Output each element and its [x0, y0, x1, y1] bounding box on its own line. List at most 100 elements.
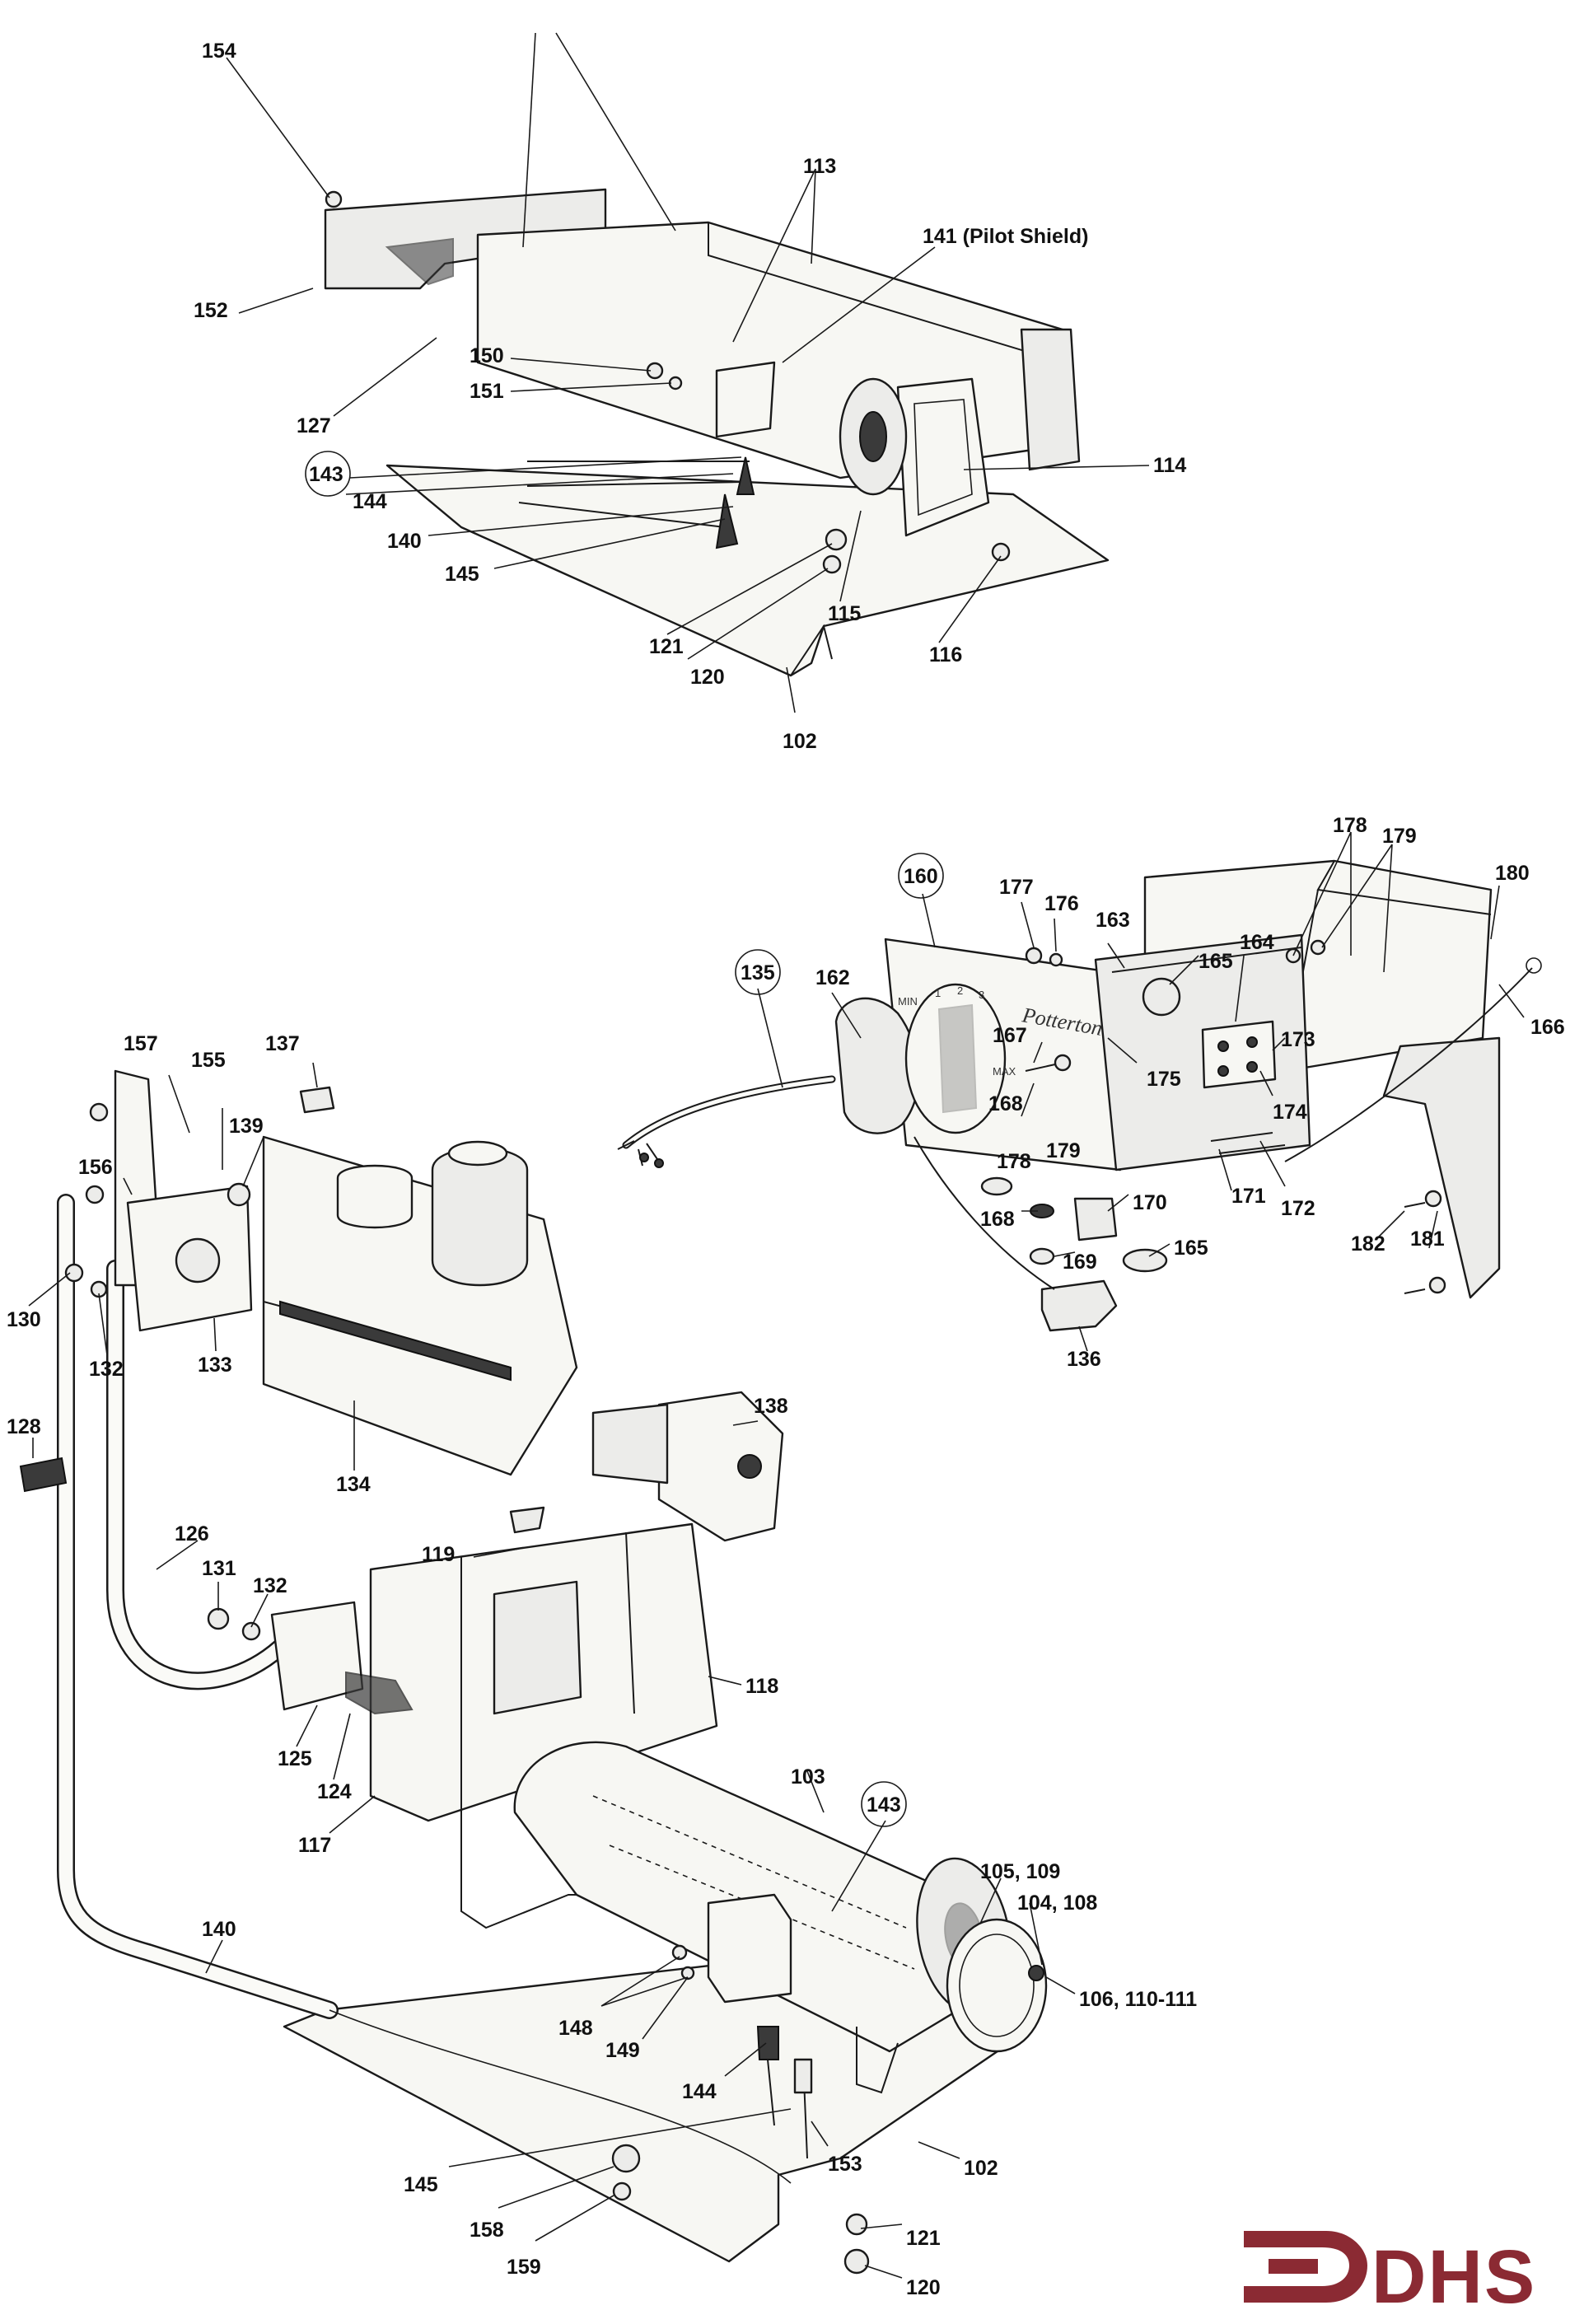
label-116: 116 — [929, 643, 962, 666]
dial-face — [904, 983, 1007, 1134]
labels-control: 178 179 160 177 176 163 180 135 162 165 … — [735, 814, 1565, 1371]
dial-mark-3: 3 — [979, 989, 984, 1001]
cap-137 — [299, 1086, 335, 1114]
label-126: 126 — [175, 1522, 209, 1545]
label-158: 158 — [470, 2219, 504, 2242]
dial-mark-1: 1 — [935, 987, 941, 999]
label-139: 139 — [229, 1115, 264, 1138]
label-118: 118 — [745, 1675, 778, 1698]
label-157: 157 — [124, 1032, 158, 1055]
label-138: 138 — [754, 1395, 788, 1418]
label-181: 181 — [1410, 1227, 1445, 1251]
label-128: 128 — [7, 1415, 41, 1438]
label-102-bottom: 102 — [964, 2157, 998, 2180]
label-171: 171 — [1231, 1185, 1266, 1208]
label-124: 124 — [317, 1780, 352, 1803]
labels-bottom: 157 137 155 139 156 130 132 133 128 134 … — [7, 1032, 1197, 2299]
label-137: 137 — [265, 1032, 300, 1055]
label-169: 169 — [1063, 1251, 1097, 1274]
label-179b: 179 — [1046, 1139, 1081, 1162]
label-178b: 178 — [997, 1150, 1031, 1173]
label-179a: 179 — [1382, 825, 1417, 848]
leaders-control — [757, 831, 1525, 1352]
label-117: 117 — [298, 1834, 331, 1857]
label-114: 114 — [1153, 454, 1186, 477]
label-145-top: 145 — [445, 563, 479, 586]
top-burner-assembly — [324, 188, 1110, 677]
label-156: 156 — [78, 1156, 113, 1179]
min-marking: MIN — [898, 995, 918, 1008]
label-166: 166 — [1530, 1016, 1565, 1039]
control-box-assembly: Potterton MIN MAX 1 2 3 — [617, 859, 1542, 1332]
label-119: 119 — [422, 1543, 455, 1566]
label-102-top: 102 — [783, 730, 817, 753]
label-135: 135 — [741, 961, 775, 984]
max-marking: MAX — [993, 1065, 1016, 1078]
label-144-bottom: 144 — [682, 2080, 717, 2103]
label-149: 149 — [605, 2039, 640, 2062]
label-125: 125 — [278, 1747, 312, 1770]
label-103: 103 — [791, 1765, 825, 1789]
label-115: 115 — [828, 602, 861, 625]
label-168b: 168 — [980, 1208, 1015, 1231]
label-162: 162 — [815, 966, 850, 989]
label-120-bottom: 120 — [906, 2276, 941, 2299]
label-145-bottom: 145 — [404, 2173, 438, 2196]
label-134: 134 — [336, 1473, 371, 1496]
label-120-top: 120 — [690, 666, 725, 689]
label-143-bottom: 143 — [867, 1793, 901, 1817]
label-140-top: 140 — [387, 530, 422, 553]
label-155: 155 — [191, 1049, 226, 1072]
label-105-109: 105, 109 — [980, 1860, 1060, 1883]
burner-end-plate — [1020, 328, 1081, 471]
leaders-bottom — [28, 1062, 1076, 2279]
label-175: 175 — [1147, 1068, 1181, 1091]
label-160: 160 — [904, 865, 938, 888]
label-151: 151 — [470, 380, 504, 403]
label-163: 163 — [1096, 909, 1130, 932]
label-153: 153 — [828, 2153, 862, 2176]
label-133: 133 — [198, 1354, 232, 1377]
label-130: 130 — [7, 1308, 41, 1331]
leaders-top — [226, 32, 1150, 713]
end-dish-104 — [946, 1918, 1048, 2053]
label-140-bottom: 140 — [202, 1918, 236, 1941]
label-170: 170 — [1133, 1191, 1167, 1214]
logo-text: DHS — [1371, 2235, 1536, 2319]
label-136: 136 — [1067, 1348, 1101, 1371]
label-143-top: 143 — [309, 463, 343, 486]
bottom-burner-assembly — [19, 1069, 1048, 2275]
label-180: 180 — [1495, 862, 1530, 885]
label-174: 174 — [1273, 1101, 1307, 1124]
label-141: 141 (Pilot Shield) — [923, 225, 1088, 248]
label-165b: 165 — [1174, 1237, 1208, 1260]
label-132b: 132 — [253, 1574, 287, 1597]
pilot-shield-141 — [715, 361, 776, 438]
dial-mark-2: 2 — [957, 984, 963, 997]
label-182: 182 — [1351, 1232, 1385, 1256]
label-172: 172 — [1281, 1197, 1315, 1220]
label-131: 131 — [202, 1557, 236, 1580]
label-127: 127 — [297, 414, 331, 437]
label-132a: 132 — [89, 1358, 124, 1381]
dhs-logo: DHS — [1244, 2231, 1536, 2319]
label-178a: 178 — [1333, 814, 1367, 837]
gas-valve-134 — [262, 1135, 578, 1476]
label-121-bottom: 121 — [906, 2227, 941, 2250]
label-177: 177 — [999, 876, 1034, 899]
label-152: 152 — [194, 299, 228, 322]
logo-mark-icon — [1244, 2231, 1367, 2303]
regulator-cap — [431, 1147, 529, 1287]
label-113: 113 — [803, 155, 836, 178]
label-154: 154 — [202, 40, 236, 63]
labels-top: 154 113 141 (Pilot Shield) 152 150 151 1… — [194, 40, 1186, 753]
label-168a: 168 — [988, 1092, 1023, 1115]
label-150: 150 — [470, 344, 504, 367]
label-164: 164 — [1240, 931, 1274, 954]
label-148: 148 — [558, 2017, 593, 2040]
label-106-110-111: 106, 110-111 — [1079, 1988, 1197, 2011]
support-leg — [1382, 1036, 1501, 1299]
label-176: 176 — [1044, 892, 1079, 915]
label-167: 167 — [993, 1024, 1027, 1047]
